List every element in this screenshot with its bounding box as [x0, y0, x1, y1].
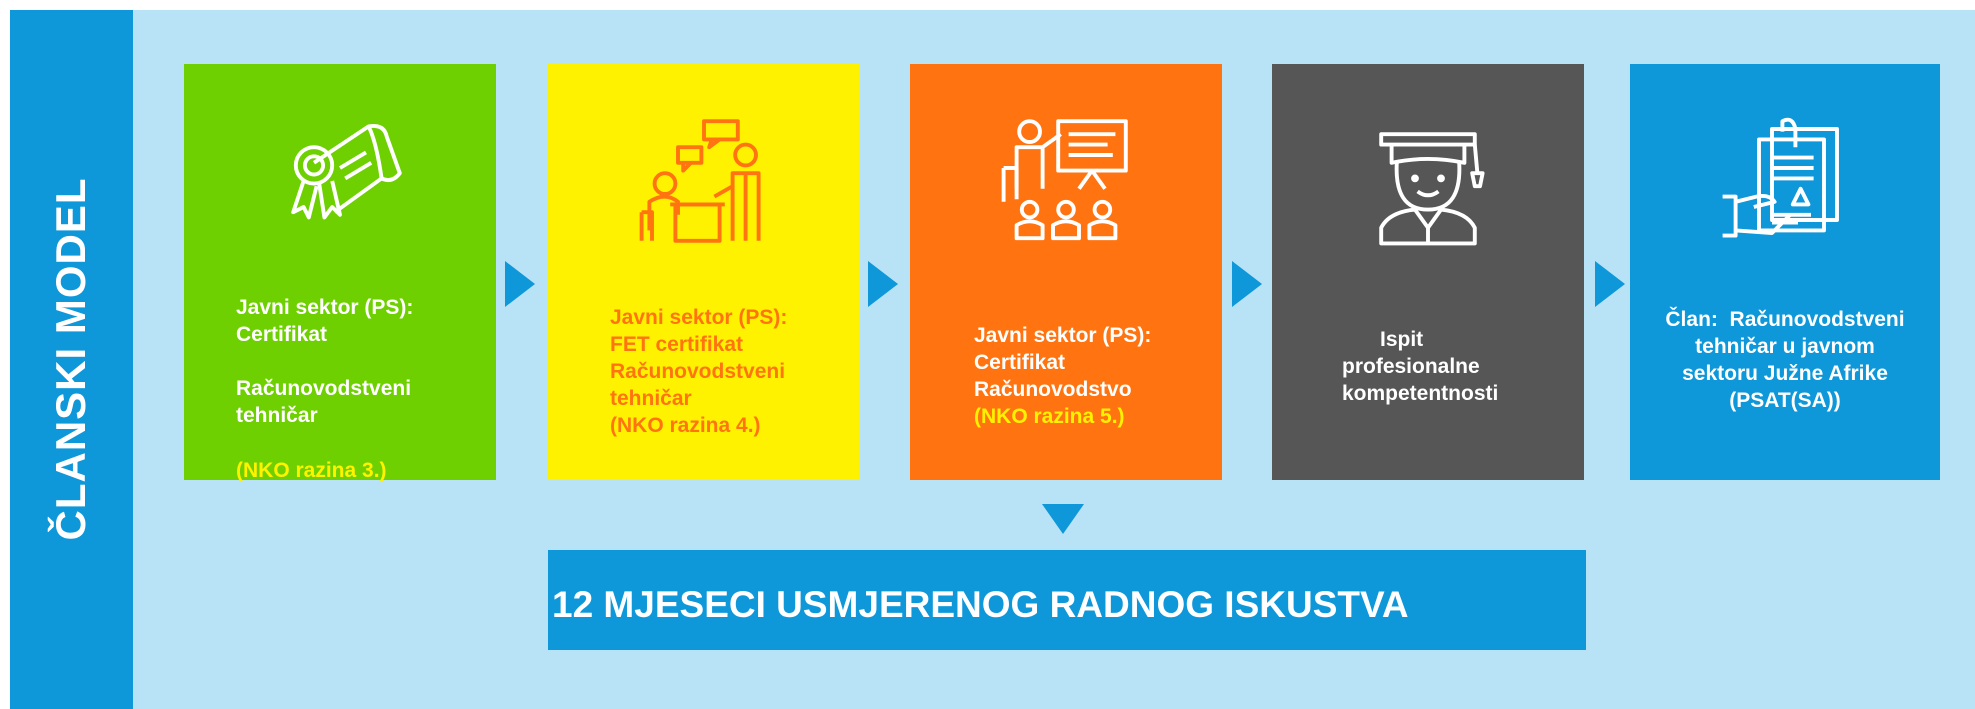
arrow-right-1: [505, 261, 535, 307]
step-3-line-2: Certifikat: [974, 351, 1066, 374]
step-2-level: (NKO razina 4.): [610, 414, 761, 437]
step-4-line-1: Ispit: [1380, 328, 1424, 351]
step-5-line-2: tehničar u javnom: [1695, 335, 1875, 358]
step-3-level: (NKO razina 5.): [974, 405, 1125, 428]
graduate-icon: [1379, 132, 1485, 246]
banner-label: 12 MJESECI USMJERENOG RADNOG ISKUSTVA: [552, 584, 1409, 625]
step-box-3: Javni sektor (PS): Certifikat Računovods…: [910, 64, 1222, 480]
arrow-right-4: [1595, 261, 1625, 307]
step-5-line-3: sektoru Južne Afrike: [1682, 362, 1888, 385]
document-handover-icon: [1722, 117, 1839, 238]
step-4-line-3: kompetentnosti: [1342, 382, 1499, 405]
arrow-down: [1042, 504, 1084, 534]
step-1-level: (NKO razina 3.): [236, 459, 387, 482]
step-5-line-1: Član: Računovodstveni: [1665, 308, 1905, 331]
step-3-line-1: Javni sektor (PS):: [974, 324, 1152, 347]
step-4-line-2: profesionalne: [1342, 355, 1480, 378]
step-box-4: Ispit profesionalne kompetentnosti: [1272, 64, 1584, 480]
step-1-line-4: tehničar: [236, 404, 318, 427]
arrow-right-3: [1232, 261, 1262, 307]
step-1-line-3: Računovodstveni: [236, 377, 412, 400]
sidebar-label: ČLANSKI MODEL: [47, 177, 94, 541]
step-5-line-4: (PSAT(SA)): [1729, 389, 1841, 412]
work-experience-banner: 12 MJESECI USMJERENOG RADNOG ISKUSTVA: [548, 550, 1586, 650]
step-box-1: Javni sektor (PS): Certifikat Računovods…: [184, 64, 496, 482]
step-2-line-2: FET certifikat: [610, 333, 744, 356]
arrow-right-2: [868, 261, 898, 307]
step-1-line-2: Certifikat: [236, 323, 328, 346]
step-2-line-3: Računovodstveni: [610, 360, 786, 383]
step-box-5: Član: Računovodstveni tehničar u javnom …: [1630, 64, 1940, 480]
diploma-icon: [291, 124, 402, 220]
step-1-line-1: Javni sektor (PS):: [236, 296, 414, 319]
step-3-line-3: Računovodstvo: [974, 378, 1132, 401]
sidebar: ČLANSKI MODEL: [10, 10, 133, 709]
classroom-meeting-icon: [639, 119, 761, 243]
step-box-2: Javni sektor (PS): FET certifikat Računo…: [548, 64, 860, 480]
step-2-line-4: tehničar: [610, 387, 692, 410]
presentation-audience-icon: [1001, 119, 1128, 241]
step-2-line-1: Javni sektor (PS):: [610, 306, 788, 329]
diagram-canvas: ČLANSKI MODEL Javni sektor (PS): Certifi…: [10, 10, 1975, 709]
